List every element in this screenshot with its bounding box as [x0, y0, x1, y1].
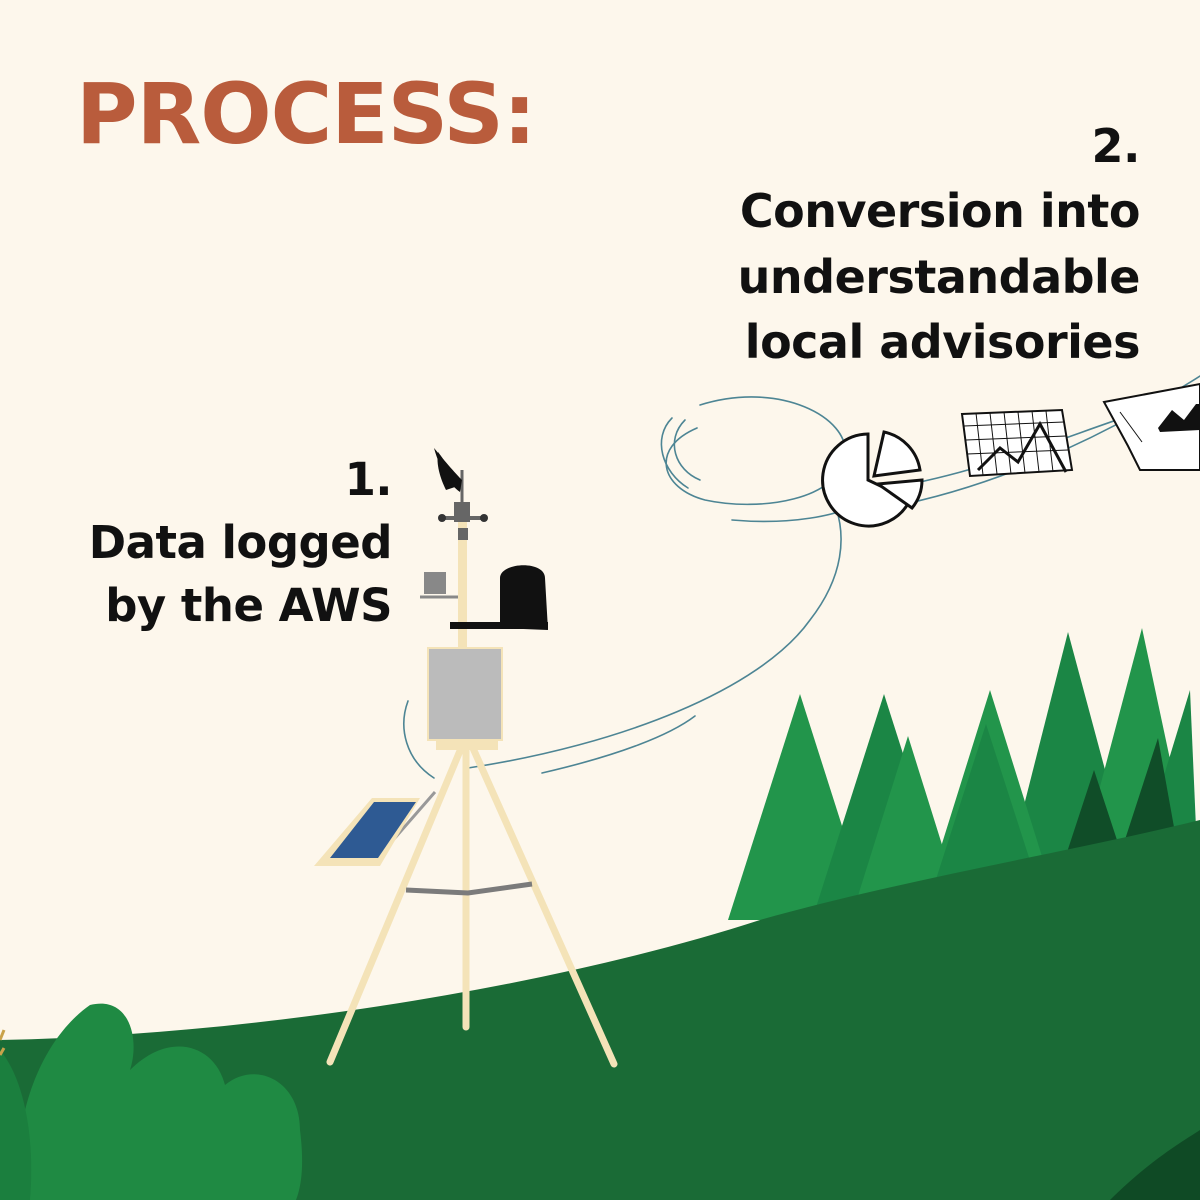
step-2-number: 2. [1091, 119, 1141, 173]
step-1-label: 1. Data logged by the AWS [32, 448, 393, 637]
weather-station-icon [314, 448, 618, 1068]
pie-chart-icon [821, 430, 924, 528]
tree [852, 736, 964, 915]
wind-vane-icon [434, 448, 488, 540]
step-2-line-2: understandable [737, 249, 1141, 304]
report-document-icon [1102, 382, 1200, 471]
sensor-box [420, 572, 458, 599]
grass-sprig [0, 1029, 6, 1056]
page-title: PROCESS: [76, 65, 536, 163]
bush [0, 1003, 303, 1200]
step-2-line-3: local advisories [744, 314, 1141, 369]
step-1-line-1: Data logged [88, 516, 393, 569]
line-graph-icon [960, 408, 1074, 478]
step-1-line-2: by the AWS [105, 579, 392, 632]
green-hill [0, 820, 1200, 1200]
hill-shadow [1110, 1130, 1200, 1200]
logger-enclosure [427, 647, 503, 741]
step-1-number: 1. [344, 453, 393, 506]
rain-gauge-icon [450, 565, 548, 630]
solar-panel-icon [314, 791, 437, 866]
step-2-line-1: Conversion into [739, 184, 1141, 239]
step-2-label: 2. Conversion into understandable local … [620, 114, 1141, 375]
